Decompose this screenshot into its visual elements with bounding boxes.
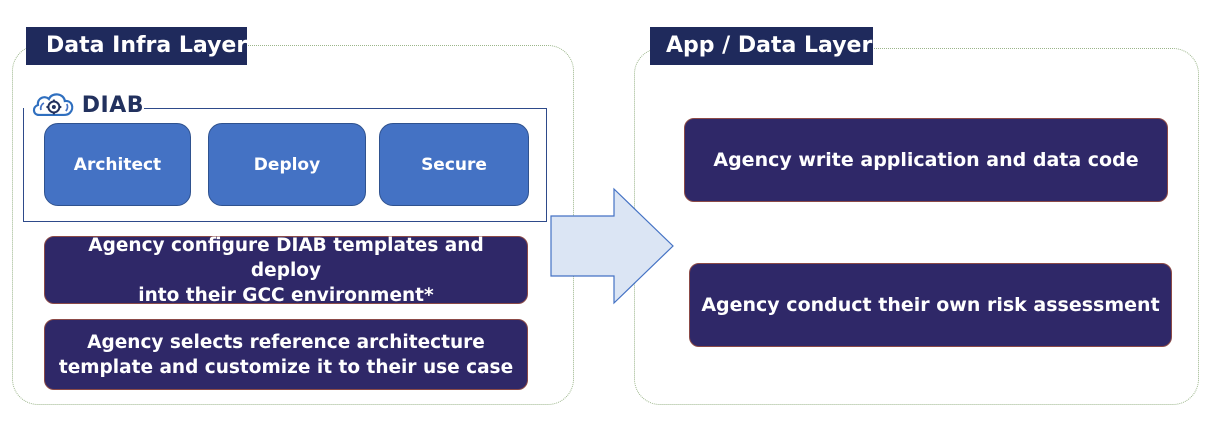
phase-deploy: Deploy [208, 123, 366, 206]
action-risk-assessment: Agency conduct their own risk assessment [689, 263, 1172, 347]
app-data-layer-title: App / Data Layer [650, 27, 873, 65]
action-configure-deploy: Agency configure DIAB templates and depl… [44, 234, 528, 306]
app-data-layer-panel [634, 48, 1199, 405]
action-configure-deploy-line1: Agency configure DIAB templates and depl… [88, 234, 484, 281]
phase-secure: Secure [379, 123, 529, 206]
action-configure-deploy-line2: into their GCC environment* [138, 284, 434, 306]
action-select-architecture: Agency selects reference architecture te… [44, 319, 528, 390]
cloud-gear-icon [32, 93, 74, 117]
diab-logo: DIAB [24, 86, 144, 124]
action-select-architecture-line1: Agency selects reference architecture [87, 331, 485, 353]
diab-logo-text: DIAB [81, 92, 144, 118]
action-write-code: Agency write application and data code [684, 118, 1168, 202]
action-select-architecture-line2: template and customize it to their use c… [58, 356, 514, 378]
data-infra-layer-title: Data Infra Layer [26, 27, 247, 65]
phase-architect: Architect [44, 123, 191, 206]
